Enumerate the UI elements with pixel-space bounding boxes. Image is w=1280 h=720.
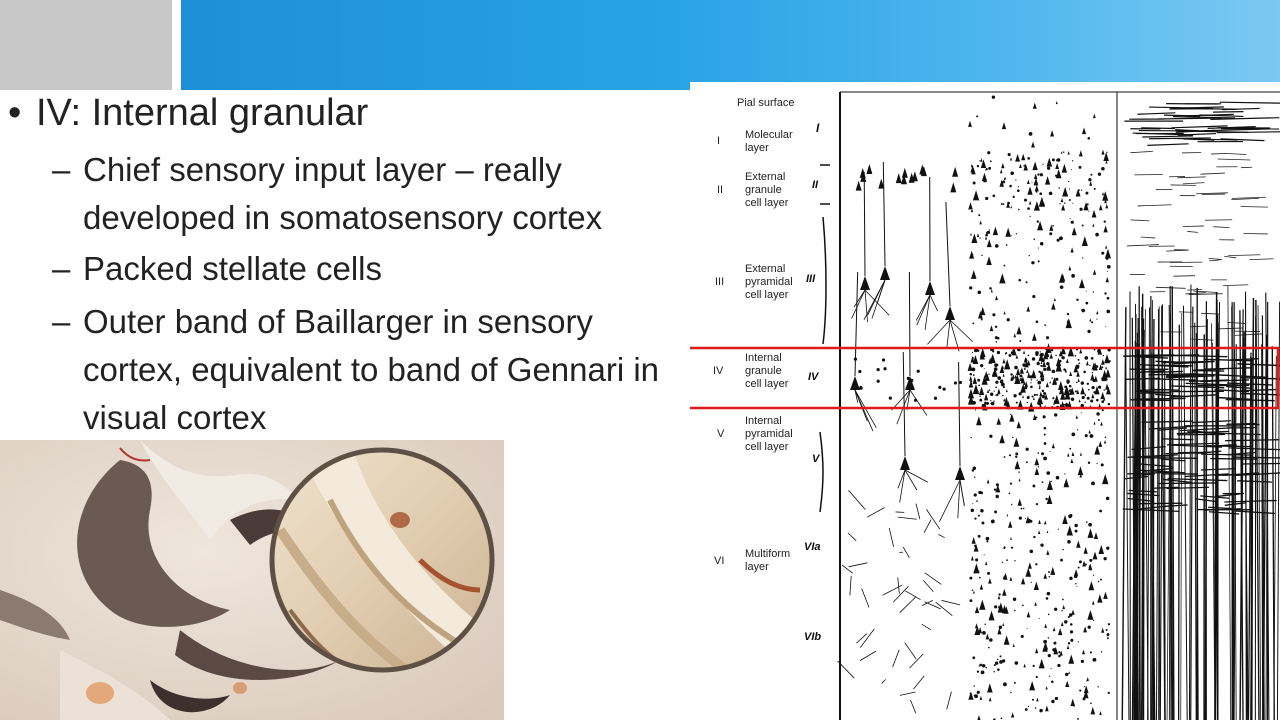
sub-bullet-text: Outer band of Baillarger in sensory cort… (83, 303, 660, 436)
svg-text:III: III (715, 276, 724, 288)
heading-bullet: • IV: Internal granular (8, 92, 368, 135)
svg-text:I: I (816, 121, 820, 135)
layer-V-label: V Internal pyramidal cell layer V (717, 415, 821, 465)
svg-text:granule: granule (745, 365, 782, 377)
svg-text:IV: IV (808, 371, 820, 383)
svg-text:External: External (745, 263, 785, 275)
svg-text:pyramidal: pyramidal (745, 428, 793, 440)
header-gray-block (0, 0, 172, 90)
svg-text:VI: VI (714, 555, 724, 567)
sub-bullet-3: – Outer band of Baillarger in sensory co… (52, 298, 682, 442)
svg-text:I: I (717, 135, 720, 147)
pial-surface-label: Pial surface (737, 97, 794, 109)
svg-text:layer: layer (745, 142, 769, 154)
header-blue-band (181, 0, 1280, 90)
svg-text:II: II (812, 179, 819, 191)
layer-VIb-label: VIb (804, 631, 821, 643)
sub-bullet-2: – Packed stellate cells (52, 245, 682, 293)
svg-text:cell layer: cell layer (745, 378, 789, 390)
svg-text:V: V (717, 428, 725, 440)
brain-photo (0, 440, 504, 720)
svg-text:Internal: Internal (745, 415, 782, 427)
svg-text:V: V (812, 453, 821, 465)
svg-text:cell layer: cell layer (745, 441, 789, 453)
sub-bullet-text: Packed stellate cells (83, 250, 382, 287)
layer-III-label: III External pyramidal cell layer III (715, 263, 816, 301)
layer-VI-label: VI Multiform layer VIa (714, 541, 821, 573)
sub-bullet-dash: – (52, 303, 71, 340)
layer-I-label: I Molecular layer I (717, 121, 820, 154)
layer-II-label: II External granule cell layer II (717, 171, 819, 209)
bullet-dot: • (8, 92, 22, 134)
sub-bullet-dash: – (52, 151, 71, 188)
sub-bullet-dash: – (52, 250, 71, 287)
svg-text:layer: layer (745, 561, 769, 573)
bullet-heading: IV: Internal granular (36, 92, 369, 134)
golgi-stain-column (837, 161, 974, 714)
svg-text:cell layer: cell layer (745, 197, 789, 209)
sub-bullet-text: Chief sensory input layer – really devel… (83, 151, 603, 236)
svg-text:III: III (806, 273, 816, 285)
layer-IV-highlight-box (690, 346, 1280, 410)
nissl-stain-column (967, 95, 1111, 720)
svg-text:External: External (745, 171, 785, 183)
svg-text:VIa: VIa (804, 541, 821, 553)
svg-text:II: II (717, 184, 723, 196)
svg-text:Molecular: Molecular (745, 129, 793, 141)
svg-text:VIb: VIb (804, 631, 821, 643)
svg-text:Internal: Internal (745, 352, 782, 364)
svg-text:pyramidal: pyramidal (745, 276, 793, 288)
svg-text:granule: granule (745, 184, 782, 196)
svg-text:Multiform: Multiform (745, 548, 790, 560)
svg-text:cell layer: cell layer (745, 289, 789, 301)
layer-IV-label: IV Internal granule cell layer IV (713, 352, 820, 390)
myelin-stain-column (1121, 101, 1280, 720)
sub-bullet-1: – Chief sensory input layer – really dev… (52, 146, 682, 242)
svg-text:IV: IV (713, 365, 724, 377)
cortex-layers-diagram: Pial surface I Molecular layer I II Exte… (690, 82, 1280, 720)
